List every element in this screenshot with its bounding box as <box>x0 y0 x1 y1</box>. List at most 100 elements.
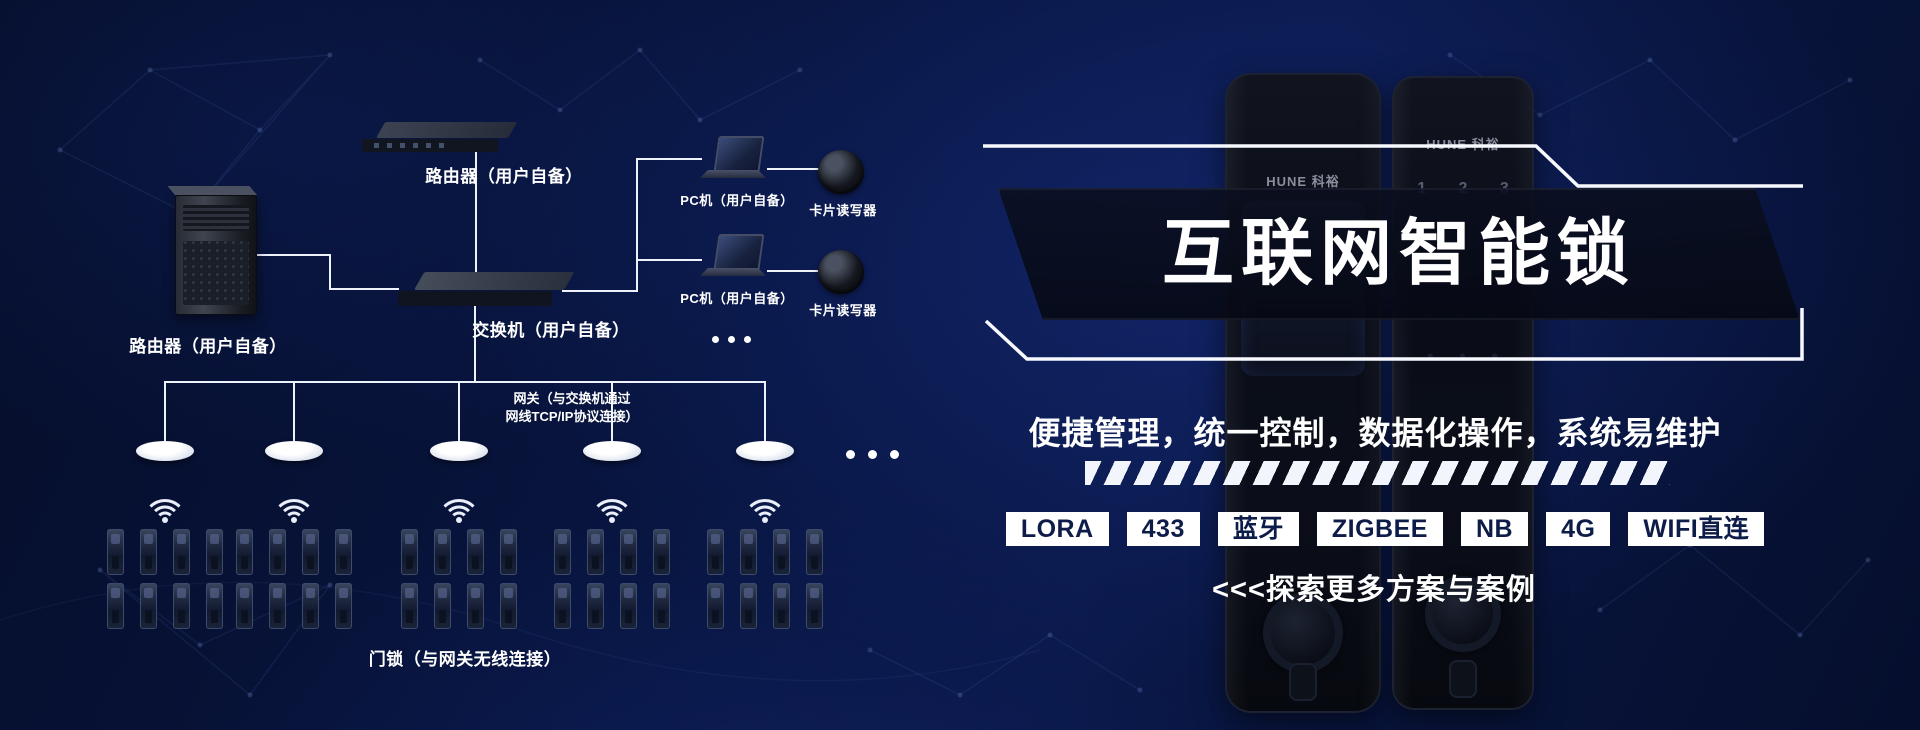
door-lock-icon <box>587 529 604 575</box>
gateway-icon <box>583 441 641 461</box>
dot <box>728 336 735 343</box>
door-lock-icon <box>707 583 724 629</box>
lock-handle <box>1289 663 1317 701</box>
lock-handle <box>1449 660 1477 698</box>
hazard-stripes <box>1085 461 1670 485</box>
door-lock-icon <box>335 583 352 629</box>
laptop-base <box>700 268 766 276</box>
dot <box>712 336 719 343</box>
tag-wifi-direct: WIFI直连 <box>1628 512 1765 546</box>
door-lock-icon <box>500 529 517 575</box>
ellipsis-dots <box>712 336 751 343</box>
gateway-drop-line <box>458 381 460 441</box>
dot <box>846 450 855 459</box>
door-lock-icon <box>140 529 157 575</box>
gateway-drop-line <box>611 381 613 441</box>
door-lock-icon <box>467 529 484 575</box>
gateway-unit <box>430 441 488 533</box>
tag-zigbee: ZIGBEE <box>1316 512 1443 546</box>
door-lock-icon <box>269 529 286 575</box>
door-lock-icon <box>653 583 670 629</box>
connector-line <box>767 168 819 170</box>
door-lock-icon <box>173 583 190 629</box>
tag-nb: NB <box>1460 512 1529 546</box>
door-lock-icon <box>806 583 823 629</box>
gateway-note: 网关（与交换机通过 网线TCP/IP协议连接） <box>484 390 660 426</box>
wifi-dot <box>162 517 168 523</box>
door-lock-icon <box>587 583 604 629</box>
dot <box>744 336 751 343</box>
main-title: 互联网智能锁 <box>1161 214 1636 294</box>
gateway-icon <box>736 441 794 461</box>
door-lock-icon <box>107 529 124 575</box>
wifi-dot <box>762 517 768 523</box>
card-reader-icon <box>818 150 864 194</box>
locks-label: 门锁（与网关无线连接） <box>368 650 562 669</box>
wifi-icon <box>743 491 787 523</box>
door-lock-icon <box>401 529 418 575</box>
tag-433: 433 <box>1126 512 1200 546</box>
gateway-unit <box>736 441 794 533</box>
wifi-arc <box>143 499 187 543</box>
door-lock-icon <box>434 529 451 575</box>
connector-line <box>767 270 819 272</box>
door-lock-icon <box>554 529 571 575</box>
gateway-icon <box>265 441 323 461</box>
dot <box>868 450 877 459</box>
switch-icon <box>398 272 575 306</box>
gateway-icon <box>136 441 194 461</box>
connector-line <box>474 306 476 382</box>
door-lock-icon <box>107 583 124 629</box>
connector-line <box>257 254 330 256</box>
door-lock-icon <box>140 583 157 629</box>
gateway-unit <box>265 441 323 533</box>
wifi-arc <box>602 511 622 531</box>
door-lock-icon <box>335 529 352 575</box>
server-grill <box>183 241 249 305</box>
lock-brand-text: HUNE 科裕 <box>1426 137 1500 152</box>
lock-brand-text: HUNE 科裕 <box>1266 174 1340 189</box>
wifi-arc <box>596 505 628 537</box>
router-front-face <box>362 139 498 152</box>
door-lock-icon <box>206 583 223 629</box>
wifi-icon <box>143 491 187 523</box>
wifi-arc <box>155 511 175 531</box>
door-lock-icon <box>806 529 823 575</box>
lock-group <box>236 529 352 629</box>
reader-top-label: 卡片读写器 <box>809 203 877 218</box>
pc-laptop-icon <box>700 234 768 286</box>
door-lock-icon <box>554 583 571 629</box>
title-panel: 互联网智能锁 <box>998 188 1800 320</box>
tag-bluetooth: 蓝牙 <box>1217 512 1299 546</box>
gateway-drop-line <box>764 381 766 441</box>
door-lock-icon <box>773 583 790 629</box>
reader-bottom-label: 卡片读写器 <box>809 303 877 318</box>
connector-line <box>329 288 399 290</box>
lock-knob <box>1425 576 1501 652</box>
gateway-drop-line <box>293 381 295 441</box>
wifi-icon <box>272 491 316 523</box>
connector-line <box>636 158 702 160</box>
door-lock-icon <box>620 583 637 629</box>
gateway-bus-line <box>164 381 766 383</box>
door-lock-icon <box>500 583 517 629</box>
wifi-arc <box>149 505 181 537</box>
subtitle: 便捷管理，统一控制，数据化操作，系统易维护 <box>1028 415 1722 451</box>
gateway-note-line2: 网线TCP/IP协议连接） <box>505 409 639 424</box>
wifi-arc <box>590 499 634 543</box>
door-lock-icon <box>740 529 757 575</box>
door-lock-icon <box>740 583 757 629</box>
server-tower-icon <box>167 186 257 315</box>
cta-text[interactable]: <<<探索更多方案与案例 <box>1212 574 1536 606</box>
lock-group <box>554 529 670 629</box>
door-lock-icon <box>302 583 319 629</box>
wifi-arc <box>278 505 310 537</box>
gateway-unit <box>583 441 641 533</box>
wifi-arc <box>755 511 775 531</box>
router-icon <box>362 122 518 152</box>
door-lock-icon <box>173 529 190 575</box>
card-reader-icon <box>818 250 864 294</box>
